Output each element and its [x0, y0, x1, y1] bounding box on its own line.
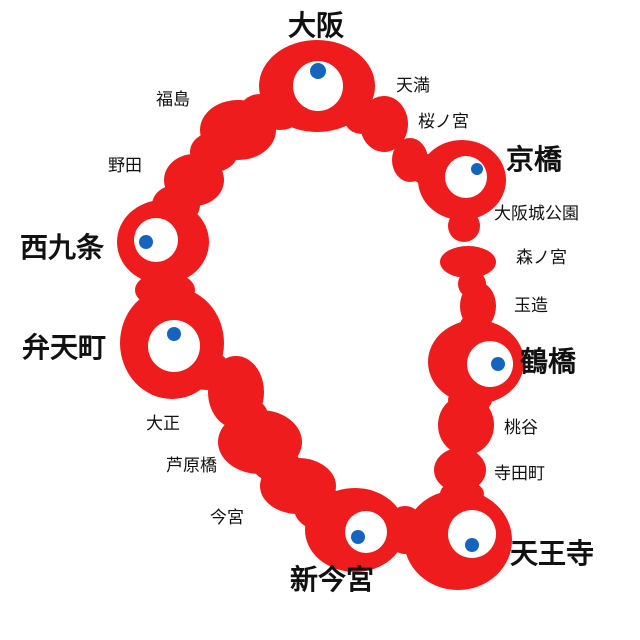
label-shinimamiya: 新今宮	[290, 563, 375, 596]
label-ashiharabashi: 芦原橋	[166, 456, 217, 476]
station-marker-teradacho[interactable]	[434, 448, 486, 492]
label-tsuruhashi: 鶴橋	[520, 345, 577, 378]
label-morinomiya: 森ノ宮	[516, 248, 567, 268]
station-eyes	[134, 61, 513, 558]
label-noda: 野田	[108, 156, 142, 176]
eye-nishikujo	[134, 218, 178, 262]
label-imamiya: 今宮	[210, 508, 244, 528]
eye-tsuruhashi	[467, 341, 513, 387]
pupil-bentencho	[167, 327, 181, 341]
label-taisho: 大正	[146, 414, 180, 434]
label-temma: 天満	[396, 76, 430, 96]
eye-shinimamiya	[345, 511, 387, 553]
label-momodani: 桃谷	[504, 418, 538, 438]
pupil-kyobashi	[471, 163, 483, 175]
label-nishikujo: 西九条	[20, 231, 105, 264]
label-fukushima: 福島	[156, 90, 190, 110]
label-sakuranomiya: 桜ノ宮	[418, 112, 469, 132]
eye-bentencho	[148, 320, 200, 372]
label-kyobashi: 京橋	[506, 143, 563, 176]
label-teradacho: 寺田町	[494, 464, 545, 484]
pupil-osaka	[310, 63, 326, 79]
label-tennoji: 天王寺	[510, 537, 595, 570]
station-marker-morinomiya[interactable]	[440, 246, 496, 278]
eye-kyobashi	[445, 156, 487, 198]
label-osaka: 大阪	[288, 9, 345, 42]
label-bentencho: 弁天町	[22, 331, 107, 364]
eye-osaka	[293, 61, 343, 111]
pupil-nishikujo	[139, 235, 153, 249]
pupil-shinimamiya	[351, 530, 365, 544]
pupil-tennoji	[465, 538, 479, 552]
label-tamatsukuri: 玉造	[514, 296, 548, 316]
label-osakajokoen: 大阪城公園	[494, 204, 579, 224]
eye-tennoji	[448, 510, 496, 558]
pupil-tsuruhashi	[491, 357, 505, 371]
